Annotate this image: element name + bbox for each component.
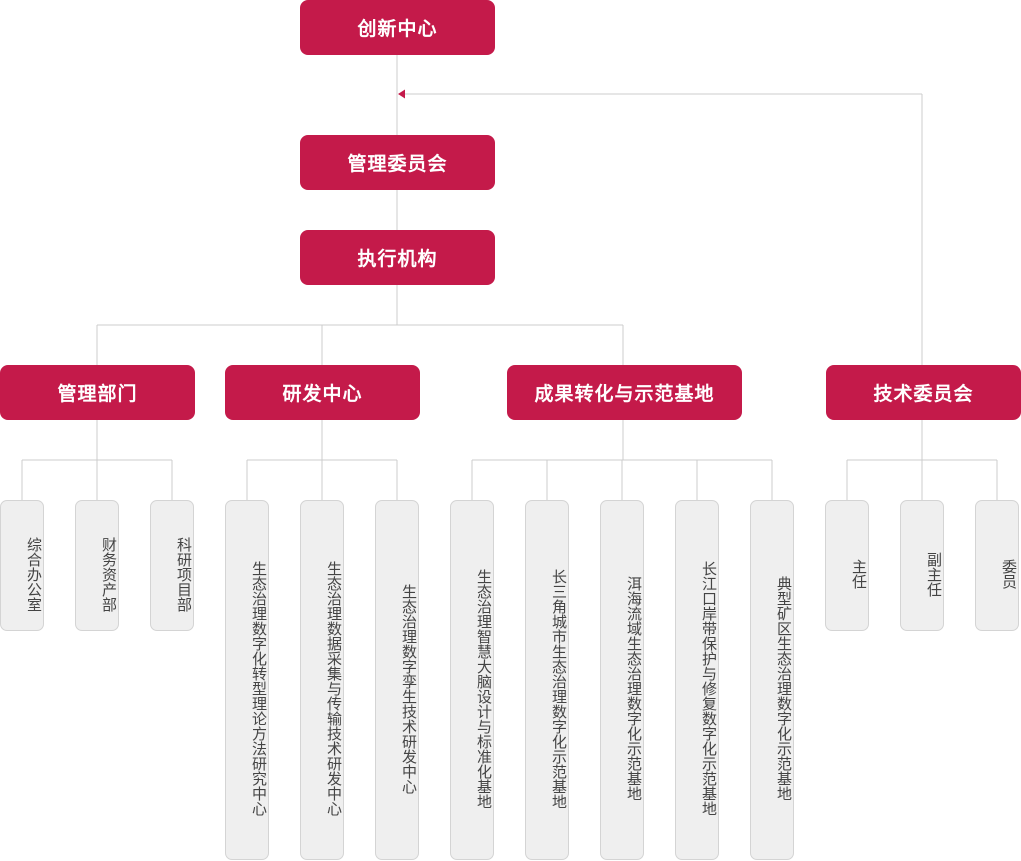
leaf-node: 综合办公室 bbox=[0, 500, 44, 631]
leaf-node: 长江口岸带保护与修复数字化示范基地 bbox=[675, 500, 719, 860]
leaf-node: 典型矿区生态治理数字化示范基地 bbox=[750, 500, 794, 860]
leaf-node: 生态治理数字化转型理论方法研究中心 bbox=[225, 500, 269, 860]
leaf-node: 生态治理数据采集与传输技术研发中心 bbox=[300, 500, 344, 860]
leaf-node: 财务资产部 bbox=[75, 500, 119, 631]
leaf-label: 副主任 bbox=[925, 551, 943, 597]
leaf-node: 洱海流域生态治理数字化示范基地 bbox=[600, 500, 644, 860]
dept-label: 管理部门 bbox=[57, 383, 138, 405]
executive-body-label: 执行机构 bbox=[357, 248, 438, 270]
leaf-node: 委员 bbox=[975, 500, 1019, 631]
leaf-node: 科研项目部 bbox=[150, 500, 194, 631]
dept-box-tech-committee: 技术委员会 bbox=[826, 365, 1021, 420]
leaf-node: 生态治理智慧大脑设计与标准化基地 bbox=[450, 500, 494, 860]
management-committee-label: 管理委员会 bbox=[347, 153, 448, 175]
leaf-label: 典型矿区生态治理数字化示范基地 bbox=[775, 576, 793, 801]
leaf-label: 科研项目部 bbox=[175, 536, 193, 612]
leaf-label: 财务资产部 bbox=[100, 536, 118, 612]
leaf-label: 综合办公室 bbox=[25, 536, 43, 612]
dept-box-management: 管理部门 bbox=[0, 365, 195, 420]
dept-label: 成果转化与示范基地 bbox=[534, 383, 715, 405]
leaf-node: 副主任 bbox=[900, 500, 944, 631]
leaf-node: 生态治理数字孪生技术研发中心 bbox=[375, 500, 419, 860]
leaf-label: 主任 bbox=[850, 559, 868, 589]
leaf-label: 长三角城市生态治理数字化示范基地 bbox=[550, 568, 568, 809]
leaf-label: 委员 bbox=[1000, 559, 1018, 589]
leaf-label: 生态治理数字孪生技术研发中心 bbox=[400, 583, 418, 794]
leaf-node: 主任 bbox=[825, 500, 869, 631]
leaf-label: 生态治理数据采集与传输技术研发中心 bbox=[325, 561, 343, 816]
leaf-label: 生态治理智慧大脑设计与标准化基地 bbox=[475, 568, 493, 809]
leaf-label: 生态治理数字化转型理论方法研究中心 bbox=[250, 561, 268, 816]
arrowhead-left-icon bbox=[398, 89, 405, 99]
management-committee-box: 管理委员会 bbox=[300, 135, 495, 190]
innovation-center-label: 创新中心 bbox=[357, 18, 438, 40]
innovation-center-box: 创新中心 bbox=[300, 0, 495, 55]
dept-box-rnd: 研发中心 bbox=[225, 365, 420, 420]
leaf-node: 长三角城市生态治理数字化示范基地 bbox=[525, 500, 569, 860]
dept-label: 技术委员会 bbox=[873, 383, 974, 405]
dept-label: 研发中心 bbox=[282, 383, 363, 405]
executive-body-box: 执行机构 bbox=[300, 230, 495, 285]
dept-box-transfer: 成果转化与示范基地 bbox=[507, 365, 742, 420]
leaf-label: 洱海流域生态治理数字化示范基地 bbox=[625, 576, 643, 801]
leaf-label: 长江口岸带保护与修复数字化示范基地 bbox=[700, 561, 718, 816]
